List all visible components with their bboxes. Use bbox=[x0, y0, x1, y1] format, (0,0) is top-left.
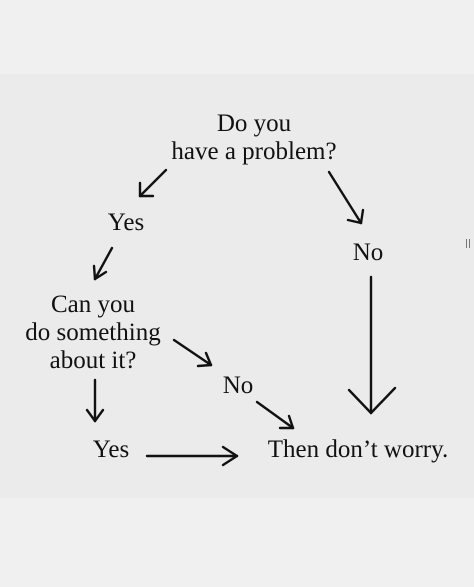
no-answer-1: No bbox=[352, 239, 384, 266]
arrow-yes-to-result bbox=[145, 445, 239, 467]
arrow-yes-to-can-you bbox=[92, 246, 114, 281]
question-2-line-2: do something bbox=[25, 319, 161, 346]
yes-answer-1: Yes bbox=[107, 209, 145, 236]
result-then-dont-worry: Then don’t worry. bbox=[267, 436, 449, 463]
no-answer-2: No bbox=[222, 372, 254, 399]
question-1-line-1: Do you bbox=[216, 110, 292, 137]
question-can-you-do-something: Can you do something about it? bbox=[25, 291, 160, 375]
arrow-can-you-to-yes bbox=[85, 378, 105, 423]
yes-answer-2: Yes bbox=[92, 436, 130, 463]
arrow-question1-to-yes bbox=[138, 168, 168, 198]
question-2-line-1: Can you bbox=[50, 291, 136, 318]
arrow-no-to-result bbox=[255, 400, 295, 430]
top-background-band bbox=[0, 0, 474, 74]
edge-marker bbox=[466, 239, 470, 248]
question-1-line-2: have a problem? bbox=[171, 138, 337, 165]
question-do-you-have-a-problem: Do you have a problem? bbox=[171, 110, 336, 166]
arrow-question1-to-no bbox=[327, 170, 365, 225]
arrow-no-to-result-long bbox=[347, 275, 397, 415]
arrow-can-you-to-no bbox=[172, 338, 213, 368]
bottom-background-band bbox=[0, 498, 474, 587]
question-2-line-3: about it? bbox=[49, 347, 137, 374]
